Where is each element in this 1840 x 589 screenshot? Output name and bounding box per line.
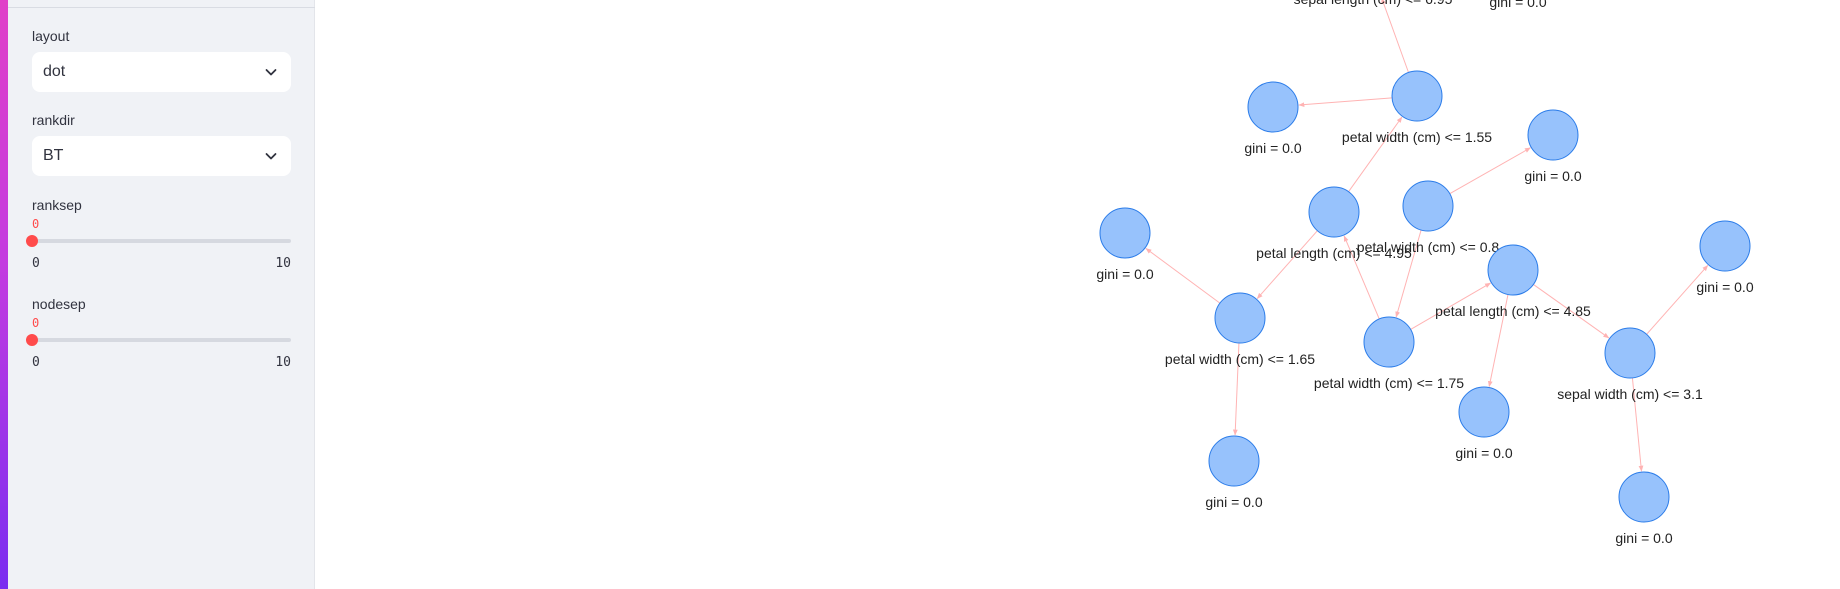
nodesep-value: 0 (32, 316, 40, 330)
ranksep-value: 0 (32, 217, 40, 231)
graph-node-circle[interactable] (1402, 180, 1454, 232)
rankdir-select-value: BT (43, 147, 64, 164)
graph-edge (1298, 97, 1393, 108)
layout-label: layout (32, 28, 70, 44)
layout-select-value: dot (43, 63, 66, 80)
layout-select[interactable]: dot (32, 52, 291, 92)
graph-node-circle[interactable] (1699, 220, 1751, 272)
ranksep-max: 10 (275, 256, 291, 271)
edges-layer (1145, 0, 1709, 472)
nodesep-slider-track[interactable] (32, 338, 291, 342)
graph-node-circle[interactable] (1247, 81, 1299, 133)
graph-node[interactable]: gini = 0.0 (1615, 471, 1673, 546)
nodesep-max: 10 (275, 355, 291, 370)
graph-node-circle[interactable] (1487, 244, 1539, 296)
graph-node-circle[interactable] (1208, 435, 1260, 487)
rankdir-label: rankdir (32, 112, 75, 128)
graph-node-label: gini = 0.0 (1696, 279, 1753, 295)
accent-bar (0, 0, 8, 589)
graph-node-label: petal length (cm) <= 4.85 (1435, 303, 1591, 319)
graph-node-label: petal width (cm) <= 1.75 (1314, 375, 1464, 391)
nodesep-label: nodesep (32, 296, 86, 312)
graph-node-label: gini = 0.0 (1244, 140, 1301, 156)
chevron-down-icon (265, 69, 277, 76)
graph-edge (1232, 342, 1240, 436)
graph-edge (1381, 0, 1409, 73)
graph-node-circle[interactable] (1618, 471, 1670, 523)
chevron-down-icon (265, 153, 277, 160)
graph-node[interactable]: gini = 0.0 (1696, 220, 1754, 295)
graph-node[interactable]: petal width (cm) <= 1.75 (1314, 316, 1464, 391)
graph-edge (1410, 282, 1492, 330)
graph-edge (1348, 116, 1403, 192)
graph-node-circle[interactable] (1527, 109, 1579, 161)
graph-node[interactable]: petal width (cm) <= 1.65 (1165, 292, 1315, 367)
graph-edge (1487, 294, 1509, 388)
ranksep-label: ranksep (32, 197, 82, 213)
nodes-layer: sepal length (cm) <= 6.95 gini = 0.0 gini … (1096, 0, 1753, 546)
graph-node[interactable]: petal width (cm) <= 0.8 (1357, 180, 1500, 255)
graph-node-circle[interactable] (1391, 70, 1443, 122)
graph-node-label: petal length (cm) <= 4.95 (1256, 245, 1412, 261)
graph-node[interactable]: petal length (cm) <= 4.95 (1256, 186, 1412, 261)
graph-node-circle[interactable] (1363, 316, 1415, 368)
graph-node-label: gini = 0.0 (1615, 530, 1672, 546)
graph-node[interactable]: gini = 0.0 (1524, 109, 1582, 184)
graph-node-label: petal width (cm) <= 1.55 (1342, 129, 1492, 145)
sidebar: layout dot rankdir BT ranksep 0 0 10 nod… (8, 0, 315, 589)
graph-edge (1256, 230, 1318, 299)
graph-edge (1449, 147, 1531, 195)
graph-node-label: gini = 0.0 (1205, 494, 1262, 510)
graph-node[interactable]: gini = 0.0 (1455, 386, 1513, 461)
graph-node[interactable]: gini = 0.0 (1244, 81, 1302, 156)
ranksep-slider-thumb[interactable] (26, 235, 38, 247)
graph-node[interactable]: petal length (cm) <= 4.85 (1435, 244, 1591, 319)
ranksep-slider-track[interactable] (32, 239, 291, 243)
nodesep-slider-thumb[interactable] (26, 334, 38, 346)
graph-node[interactable]: gini = 0.0 (1205, 435, 1263, 510)
graph-node-circle[interactable] (1214, 292, 1266, 344)
graph-node[interactable]: petal width (cm) <= 1.55 (1342, 70, 1492, 145)
graph-node-label: sepal width (cm) <= 3.1 (1557, 386, 1703, 402)
graph-node-label: petal width (cm) <= 0.8 (1357, 239, 1500, 255)
graph-edge (1145, 248, 1221, 304)
graph-node-label: gini = 0.0 (1096, 266, 1153, 282)
graph-node-label: sepal length (cm) <= 6.95 (1294, 0, 1453, 7)
graph-node-label: gini = 0.0 (1489, 0, 1546, 10)
graph-node-label: gini = 0.0 (1455, 445, 1512, 461)
graph-node-label: petal width (cm) <= 1.65 (1165, 351, 1315, 367)
graph-node[interactable]: gini = 0.0 (1489, 0, 1546, 10)
graph-node-circle[interactable] (1604, 327, 1656, 379)
graph-edge (1395, 229, 1422, 318)
ranksep-min: 0 (32, 256, 40, 271)
graph-edge (1646, 264, 1709, 335)
graph-node-label: gini = 0.0 (1524, 168, 1581, 184)
rankdir-select[interactable]: BT (32, 136, 291, 176)
graph-edge (1631, 377, 1644, 472)
graph-node[interactable]: sepal length (cm) <= 6.95 (1294, 0, 1453, 7)
sidebar-divider (8, 7, 315, 8)
graph-node-circle[interactable] (1458, 386, 1510, 438)
graph-node[interactable]: sepal width (cm) <= 3.1 (1557, 327, 1703, 402)
graph-node-circle[interactable] (1308, 186, 1360, 238)
nodesep-min: 0 (32, 355, 40, 370)
graph-edge (1343, 235, 1380, 320)
graph-node[interactable]: gini = 0.0 (1096, 207, 1154, 282)
graph-node-circle[interactable] (1099, 207, 1151, 259)
graph-edge (1533, 284, 1610, 339)
